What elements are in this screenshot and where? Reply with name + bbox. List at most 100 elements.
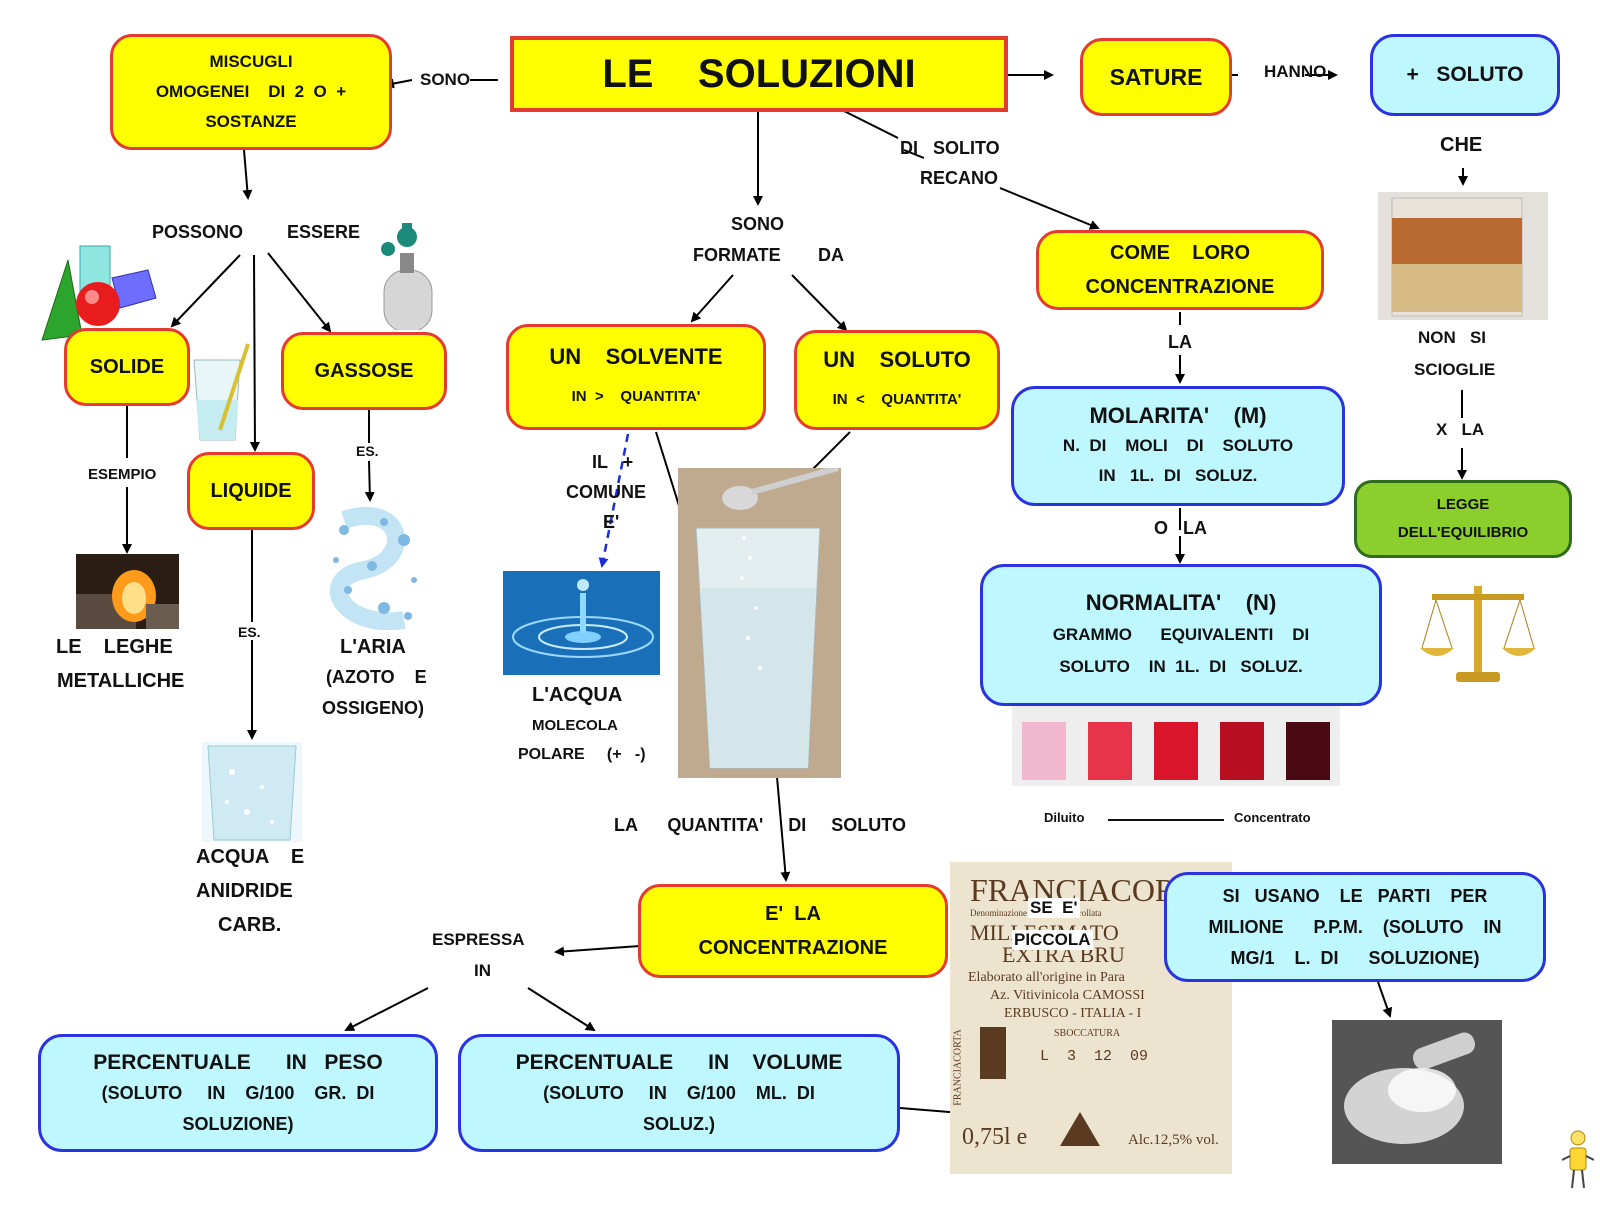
node-solvente: UN SOLVENTE IN > QUANTITA' <box>506 324 766 430</box>
air-molecules-image <box>324 500 428 630</box>
volume-line-3: SOLUZ.) <box>643 1113 715 1134</box>
label-ossigeno: OSSIGENO) <box>322 698 425 718</box>
solide-text: SOLIDE <box>89 355 165 378</box>
concentration-glasses-image <box>1012 706 1340 786</box>
label-molecola: MOLECOLA <box>532 717 618 734</box>
node-percentuale-volume: PERCENTUALE IN VOLUME (SOLUTO IN G/100 M… <box>458 1034 900 1152</box>
wine-line6: ERBUSCO - ITALIA - I <box>1004 1006 1142 1021</box>
sparkling-water-glass-image <box>202 742 302 842</box>
glass-with-straw-image <box>190 340 255 445</box>
come-loro-line-2: CONCENTRAZIONE <box>1085 276 1275 298</box>
legge-line-1: LEGGE <box>1436 496 1490 513</box>
sature-text: SATURE <box>1109 63 1203 90</box>
label-lacqua: L'ACQUA <box>532 684 623 706</box>
solvente-line-1: UN SOLVENTE <box>549 344 723 369</box>
miscugli-line-3: SOSTANZE <box>205 112 297 131</box>
wine-volume: 0,75l e <box>962 1124 1028 1150</box>
label-carb: CARB. <box>218 914 282 936</box>
node-come-loro: COME LORO CONCENTRAZIONE <box>1036 230 1324 310</box>
label-recano: RECANO <box>920 168 999 188</box>
solvente-line-2: IN > QUANTITA' <box>571 388 701 405</box>
molarita-line-2: N. DI MOLI DI SOLUTO <box>1062 436 1294 455</box>
wine-line5: Az. Vitivinicola CAMOSSI <box>990 988 1145 1003</box>
come-loro-line-1: COME LORO <box>1110 242 1250 264</box>
node-legge: LEGGE DELL'EQUILIBRIO <box>1354 480 1572 558</box>
label-la-quantita: LA QUANTITA' DI SOLUTO <box>614 815 906 835</box>
docg-logo-icon <box>980 1027 1006 1079</box>
label-acqua-e: ACQUA E <box>196 846 305 868</box>
node-percentuale-peso: PERCENTUALE IN PESO (SOLUTO IN G/100 GR.… <box>38 1034 438 1152</box>
gas-cylinder-image <box>370 215 445 330</box>
label-le-leghe: LE LEGHE <box>56 636 173 658</box>
label-sono-left: SONO <box>420 70 471 89</box>
node-liquide: LIQUIDE <box>187 452 315 530</box>
label-di-solito: DI SOLITO <box>900 138 1000 158</box>
molarita-line-3: IN 1L. DI SOLUZ. <box>1098 466 1258 485</box>
gassose-text: GASSOSE <box>314 359 414 382</box>
label-comune: COMUNE <box>566 482 646 502</box>
normalita-line-2: GRAMMO EQUIVALENTI DI <box>1052 625 1310 644</box>
label-aria: L'ARIA <box>340 636 406 658</box>
label-esempio: ESEMPIO <box>88 466 157 483</box>
label-anidride: ANIDRIDE <box>196 880 293 902</box>
wine-line7: SBOCCATURA <box>1054 1028 1121 1039</box>
geometric-solids-image <box>38 240 158 350</box>
label-che: CHE <box>1440 134 1483 156</box>
label-x-la: X LA <box>1436 420 1485 439</box>
label-metalliche: METALLICHE <box>57 670 185 692</box>
legge-line-2: DELL'EQUILIBRIO <box>1397 524 1529 541</box>
node-solide: SOLIDE <box>64 328 190 406</box>
normalita-line-1: NORMALITA' (N) <box>1085 590 1277 615</box>
molarita-line-1: MOLARITA' (M) <box>1089 403 1267 428</box>
node-piu-soluto: + SOLUTO <box>1370 34 1560 116</box>
dissolving-solute-beaker-image <box>1378 192 1548 320</box>
node-sature: SATURE <box>1080 38 1232 116</box>
node-miscugli: MISCUGLI OMOGENEI DI 2 O + SOSTANZE <box>110 34 392 150</box>
liquide-text: LIQUIDE <box>210 479 292 502</box>
miscugli-line-1: MISCUGLI <box>209 52 293 71</box>
label-concentrato: Concentrato <box>1234 810 1311 825</box>
wine-lot: L 3 12 09 <box>1040 1048 1149 1065</box>
label-il-piu: IL + <box>592 452 634 472</box>
node-normalita: NORMALITA' (N) GRAMMO EQUIVALENTI DI SOL… <box>980 564 1382 706</box>
label-se-e: SE E' <box>1028 898 1080 918</box>
soluto-line-1: UN SOLUTO <box>823 347 971 372</box>
spoon-pouring-salt-image <box>678 468 841 778</box>
metal-casting-image <box>76 554 179 629</box>
volume-line-1: PERCENTUALE IN VOLUME <box>515 1050 843 1074</box>
normalita-line-3: SOLUTO IN 1L. DI SOLUZ. <box>1059 657 1303 676</box>
wine-alc: Alc.12,5% vol. <box>1128 1132 1219 1148</box>
label-essere: ESSERE <box>287 222 361 242</box>
node-ppm: SI USANO LE PARTI PER MILIONE P.P.M. (SO… <box>1164 872 1546 982</box>
recycle-icon <box>1060 1112 1100 1146</box>
label-o-la: O LA <box>1154 518 1207 538</box>
label-diluito: Diluito <box>1044 810 1085 825</box>
node-concentrazione: E' LA CONCENTRAZIONE <box>638 884 948 978</box>
ppm-line-2: MILIONE P.P.M. (SOLUTO IN <box>1208 916 1502 937</box>
piu-soluto-text: + SOLUTO <box>1406 63 1524 86</box>
node-soluto: UN SOLUTO IN < QUANTITA' <box>794 330 1000 430</box>
label-sono-mid: SONO <box>731 214 785 234</box>
ppm-line-3: MG/1 L. DI SOLUZIONE) <box>1230 947 1480 968</box>
label-in: IN <box>474 961 491 980</box>
soluto-line-2: IN < QUANTITA' <box>832 391 962 408</box>
volume-line-2: (SOLUTO IN G/100 ML. DI <box>543 1082 815 1103</box>
dilution-scale-line <box>1108 819 1224 821</box>
concentrazione-line-1: E' LA <box>765 903 821 925</box>
label-non-si: NON SI <box>1418 328 1487 347</box>
label-es-liq: ES. <box>238 624 261 640</box>
label-sciogle: SCIOGLIE <box>1414 360 1496 379</box>
miscugli-line-2: OMOGENEI DI 2 O + <box>155 82 347 101</box>
label-formate: FORMATE <box>693 245 781 265</box>
title-text: LE SOLUZIONI <box>602 51 916 96</box>
label-hanno: HANNO <box>1264 62 1327 81</box>
ppm-line-1: SI USANO LE PARTI PER <box>1222 885 1488 906</box>
label-es-gas: ES. <box>356 443 379 459</box>
balance-scale-image <box>1418 576 1538 686</box>
node-molarita: MOLARITA' (M) N. DI MOLI DI SOLUTO IN 1L… <box>1011 386 1345 506</box>
label-azoto: (AZOTO E <box>326 667 427 687</box>
peso-line-2: (SOLUTO IN G/100 GR. DI <box>101 1082 375 1103</box>
exhaust-smoke-image <box>1332 1020 1502 1164</box>
label-e-acc: E' <box>603 512 620 532</box>
label-da: DA <box>818 245 844 265</box>
